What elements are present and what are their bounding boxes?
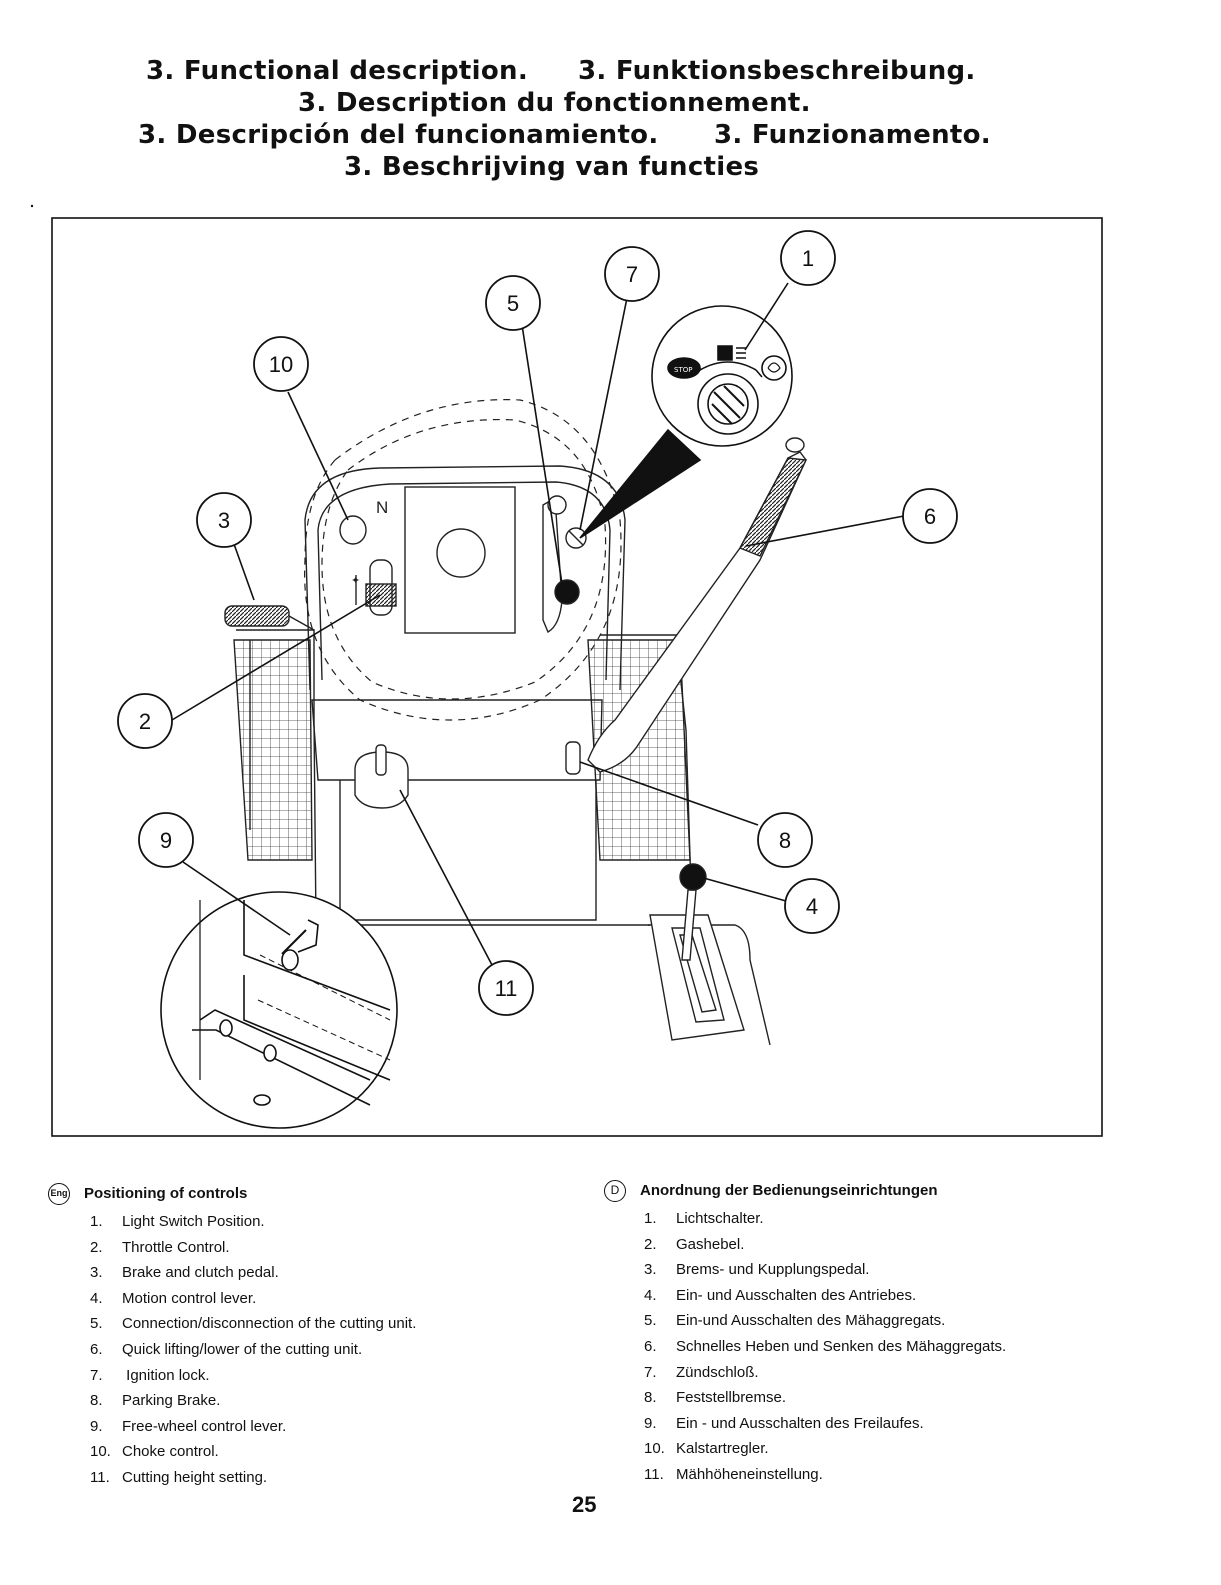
title-en: 3. Functional description. — [146, 56, 529, 86]
language-badge-de: D — [604, 1180, 626, 1202]
svg-text:11: 11 — [495, 976, 518, 1001]
svg-text:8: 8 — [779, 828, 791, 853]
legend-english-heading: Eng Positioning of controls — [48, 1183, 416, 1205]
list-item: 8.Parking Brake. — [90, 1392, 221, 1410]
list-item: 5.Connection/disconnection of the cuttin… — [90, 1315, 417, 1333]
figure-frame — [51, 217, 1103, 1137]
cutting-unit-lever-knob — [554, 579, 580, 605]
leader-lines — [171, 282, 905, 966]
svg-text:9: 9 — [160, 828, 172, 853]
list-item: 10.Choke control. — [90, 1443, 219, 1461]
svg-text:6: 6 — [924, 504, 936, 529]
freewheel-detail — [160, 891, 398, 1129]
callout-2: 2 — [117, 693, 173, 749]
callouts: 1 2 3 4 5 6 7 8 9 10 11 — [117, 230, 958, 1016]
svg-text:10: 10 — [269, 352, 293, 377]
legend-german-list: 1.Lichtschalter. 2.Gashebel. 3.Brems- un… — [644, 1206, 1006, 1488]
instrument-panel — [404, 486, 516, 634]
list-item: 9.Free-wheel control lever. — [90, 1417, 287, 1435]
list-item: 10.Kalstartregler. — [644, 1440, 769, 1458]
list-item: 6.Schnelles Heben und Senken des Mähaggr… — [644, 1337, 1007, 1355]
title-de: 3. Funktionsbeschreibung. — [578, 56, 976, 86]
svg-text:2: 2 — [139, 709, 151, 734]
zoom-outline-inner — [321, 418, 607, 700]
callout-4: 4 — [784, 878, 840, 934]
parking-brake — [565, 741, 581, 775]
list-item: 3.Brems- und Kupplungspedal. — [644, 1261, 870, 1279]
motion-control-knob — [679, 863, 707, 891]
cutting-height-knob — [354, 751, 409, 809]
title-it: 3. Funzionamento. — [714, 120, 991, 150]
callout-9: 9 — [138, 812, 194, 868]
callout-10: 10 — [253, 336, 309, 392]
list-item: 1.Lichtschalter. — [644, 1210, 764, 1227]
callout-1: 1 — [780, 230, 836, 286]
list-item: 9.Ein - und Ausschalten des Freilaufes. — [644, 1414, 924, 1432]
svg-text:1: 1 — [802, 246, 814, 271]
svg-text:7: 7 — [626, 262, 638, 287]
legend-german-heading: D Anordnung der Bedienungseinrichtungen — [604, 1180, 1006, 1202]
language-badge-eng: Eng — [48, 1183, 70, 1205]
legend-english-list: 1.Light Switch Position. 2.Throttle Cont… — [90, 1209, 416, 1491]
list-item: 1.Light Switch Position. — [90, 1213, 265, 1230]
callout-3: 3 — [196, 492, 252, 548]
legend-english: Eng Positioning of controls 1.Light Swit… — [48, 1183, 416, 1491]
throttle-lever — [365, 583, 397, 607]
list-item: 2.Gashebel. — [644, 1235, 745, 1253]
title-es: 3. Descripción del funcionamiento. — [138, 120, 659, 150]
title-fr: 3. Description du fonctionnement. — [298, 88, 811, 118]
svg-text:3: 3 — [218, 508, 230, 533]
list-item: 4.Motion control lever. — [90, 1289, 257, 1307]
callout-8: 8 — [757, 812, 813, 868]
svg-text:STOP: STOP — [674, 366, 692, 374]
list-item: 5.Ein-und Ausschalten des Mähaggregats. — [644, 1312, 946, 1330]
list-item: 3.Brake and clutch pedal. — [90, 1264, 279, 1282]
ignition-detail: STOP — [579, 305, 793, 539]
list-item: 6.Quick lifting/lower of the cutting uni… — [90, 1340, 363, 1358]
list-item: 8.Feststellbremse. — [644, 1389, 787, 1407]
callout-7: 7 — [604, 246, 660, 302]
callout-5: 5 — [485, 275, 541, 331]
callout-11: 11 — [478, 960, 534, 1016]
list-item: 7.Zündschloß. — [644, 1363, 759, 1381]
svg-text:5: 5 — [507, 291, 519, 316]
title-nl: 3. Beschrijving van functies — [344, 152, 760, 182]
list-item: 7. Ignition lock. — [90, 1366, 210, 1384]
list-item: 11.Cutting height setting. — [90, 1468, 268, 1486]
choke-knob — [339, 515, 367, 545]
legend-german: D Anordnung der Bedienungseinrichtungen … — [604, 1180, 1006, 1488]
page-number: 25 — [572, 1492, 597, 1517]
list-item: 4.Ein- und Ausschalten des Antriebes. — [644, 1286, 917, 1304]
left-grille — [233, 639, 313, 861]
list-item: 2.Throttle Control. — [90, 1238, 230, 1256]
tractor-body: N ✦ — [224, 399, 808, 1046]
neutral-mark: N — [376, 498, 388, 517]
callout-6: 6 — [902, 488, 958, 544]
brake-pedal — [224, 605, 290, 627]
svg-text:4: 4 — [806, 894, 818, 919]
list-item: 11.Mähhöheneinstellung. — [644, 1465, 823, 1483]
svg-text:✦: ✦ — [351, 574, 360, 587]
speck — [30, 204, 34, 208]
instrument-circle — [436, 528, 486, 578]
